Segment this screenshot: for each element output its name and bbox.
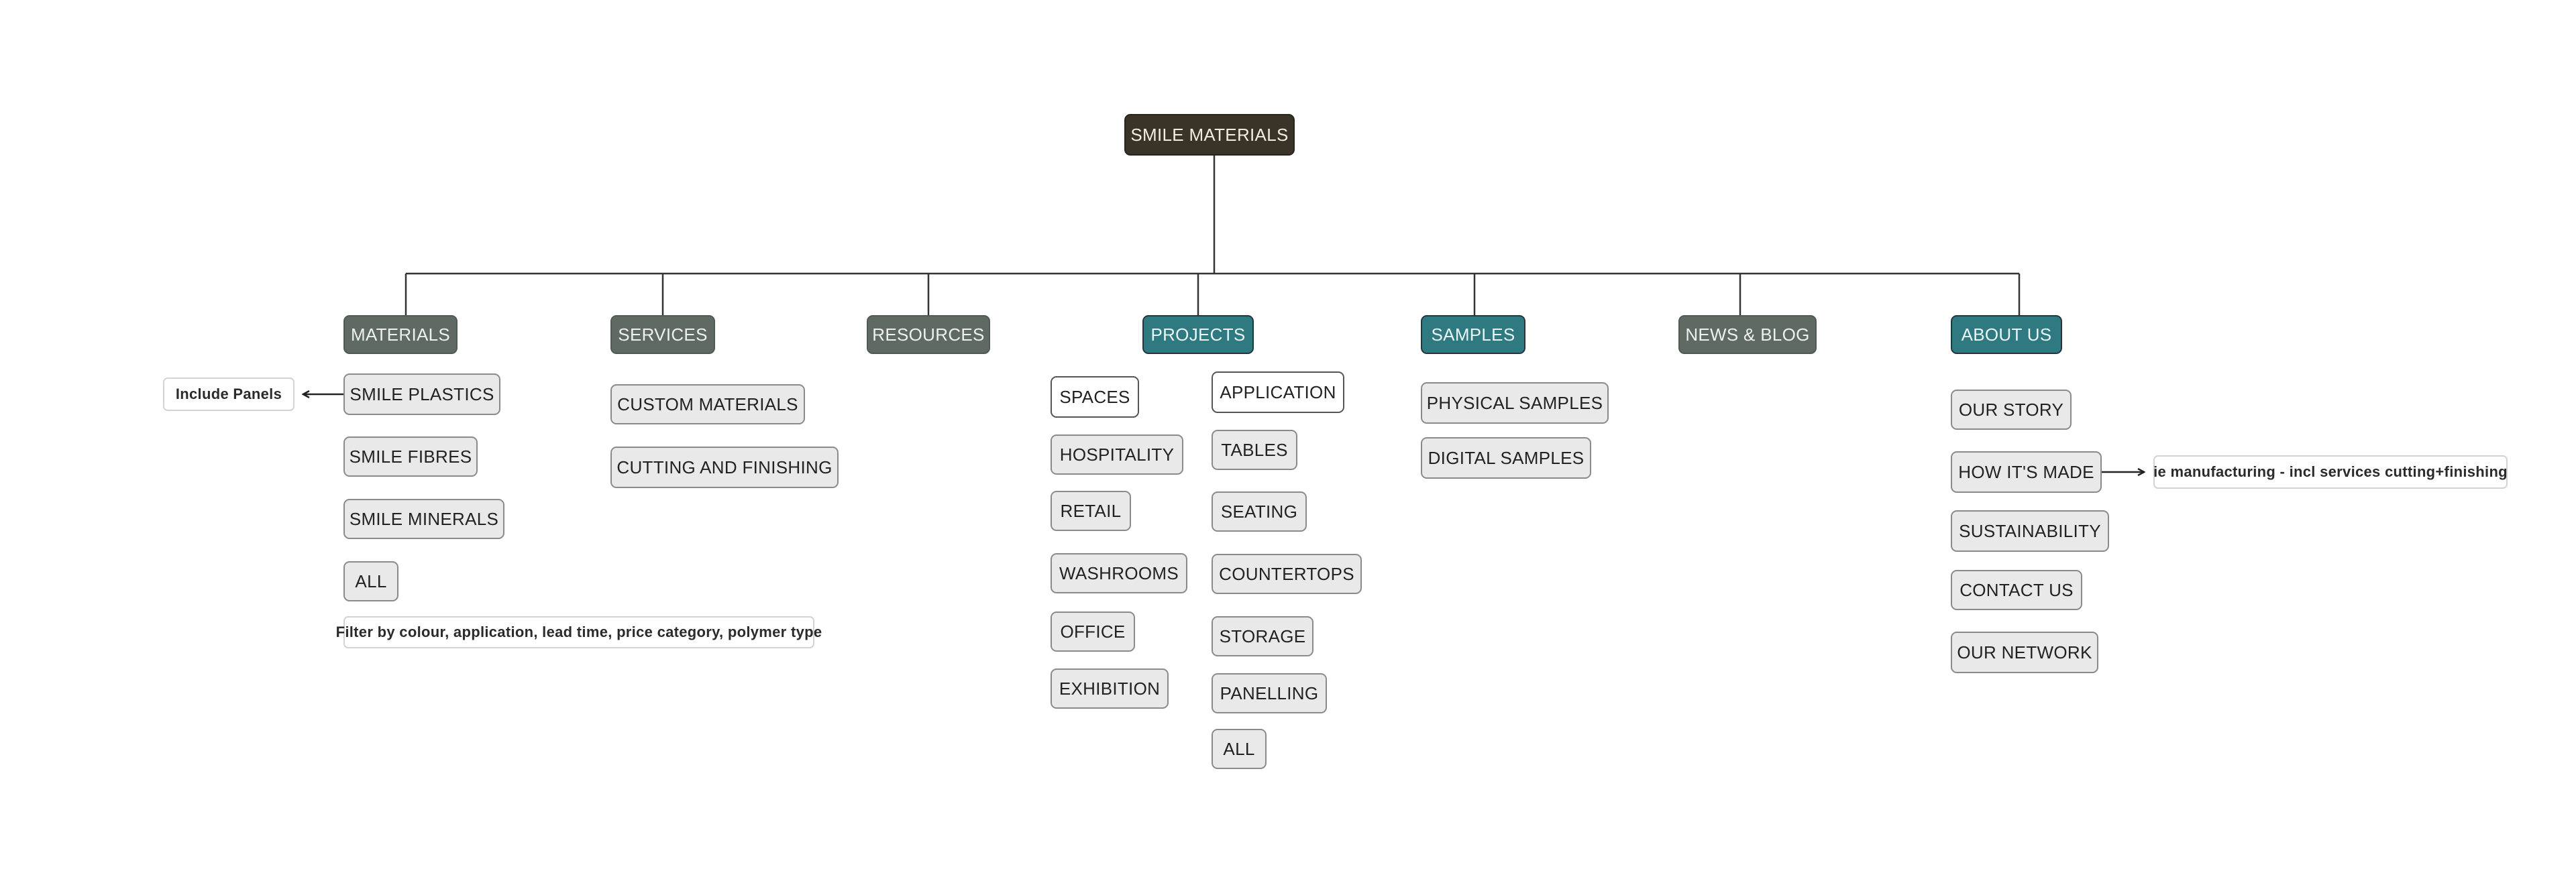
materials-item-all: ALL bbox=[343, 561, 398, 601]
materials-item-smile-plastics: SMILE PLASTICS bbox=[343, 373, 500, 415]
note-materials-filter: Filter by colour, application, lead time… bbox=[336, 616, 822, 648]
about-item-contact-us: CONTACT US bbox=[1951, 570, 2082, 610]
about-item-our-network: OUR NETWORK bbox=[1951, 632, 2098, 673]
section-samples: SAMPLES bbox=[1421, 315, 1525, 354]
projects-spaces: SPACES bbox=[1051, 376, 1139, 418]
services-item-custom-materials: CUSTOM MATERIALS bbox=[610, 384, 805, 424]
section-about-us: ABOUT US bbox=[1951, 315, 2062, 354]
spaces-item-washrooms: WASHROOMS bbox=[1051, 553, 1187, 593]
application-item-storage: STORAGE bbox=[1212, 616, 1313, 656]
section-news-blog: NEWS & BLOG bbox=[1678, 315, 1817, 354]
spaces-item-hospitality: HOSPITALITY bbox=[1051, 434, 1183, 475]
materials-item-smile-fibres: SMILE FIBRES bbox=[343, 436, 478, 477]
samples-item-digital-samples: DIGITAL SAMPLES bbox=[1421, 437, 1591, 479]
note-include-panels: Include Panels bbox=[163, 377, 294, 411]
about-item-sustainability: SUSTAINABILITY bbox=[1951, 510, 2109, 552]
section-services: SERVICES bbox=[610, 315, 715, 354]
application-item-seating: SEATING bbox=[1212, 491, 1307, 532]
about-item-how-its-made: HOW IT'S MADE bbox=[1951, 451, 2102, 493]
spaces-item-retail: RETAIL bbox=[1051, 491, 1131, 531]
section-resources: RESOURCES bbox=[867, 315, 990, 354]
application-item-countertops: COUNTERTOPS bbox=[1212, 554, 1362, 594]
note-how-its-made: ie manufacturing - incl services cutting… bbox=[2153, 455, 2508, 489]
services-item-cutting-and-finishing: CUTTING AND FINISHING bbox=[610, 447, 839, 488]
spaces-item-exhibition: EXHIBITION bbox=[1051, 668, 1169, 709]
projects-application: APPLICATION bbox=[1212, 371, 1344, 413]
section-materials: MATERIALS bbox=[343, 315, 458, 354]
spaces-item-office: OFFICE bbox=[1051, 611, 1135, 652]
root-node: SMILE MATERIALS bbox=[1124, 114, 1295, 156]
application-item-panelling: PANELLING bbox=[1212, 673, 1327, 713]
section-projects: PROJECTS bbox=[1142, 315, 1254, 354]
application-item-tables: TABLES bbox=[1212, 430, 1297, 470]
materials-item-smile-minerals: SMILE MINERALS bbox=[343, 499, 504, 539]
about-item-our-story: OUR STORY bbox=[1951, 390, 2072, 430]
application-item-all: ALL bbox=[1212, 729, 1267, 769]
samples-item-physical-samples: PHYSICAL SAMPLES bbox=[1421, 382, 1609, 424]
